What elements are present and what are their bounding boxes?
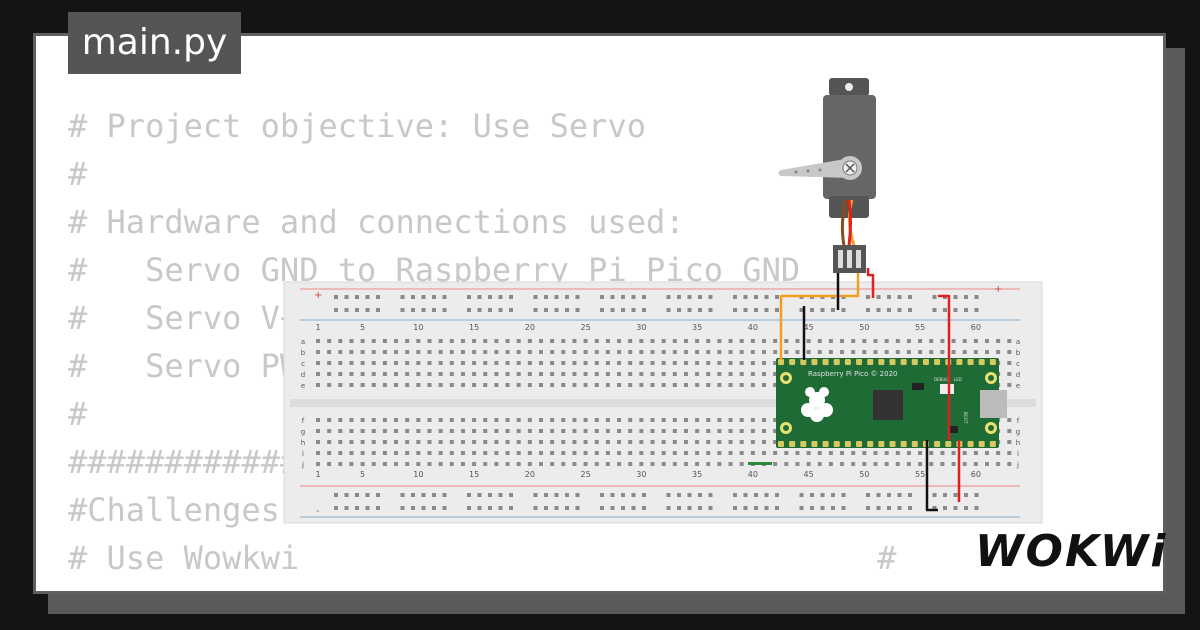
servo-cable-red — [847, 199, 852, 247]
column-number-label: 25 — [581, 323, 591, 332]
close-icon — [845, 163, 855, 173]
row-letter-label: h — [301, 439, 305, 447]
flash-chip — [912, 383, 924, 390]
column-number-label: 20 — [525, 470, 535, 479]
usb-connector — [980, 390, 1007, 418]
row-letter-label: e — [1016, 382, 1020, 390]
raspberry-logo-icon — [801, 387, 833, 422]
row-letter-label: a — [1016, 338, 1020, 346]
column-number-label: 50 — [859, 470, 869, 479]
jumper-green — [748, 462, 772, 465]
column-number-label: 55 — [915, 323, 925, 332]
wire-black-bottom — [925, 440, 938, 512]
wire-red-servo — [866, 268, 875, 298]
file-tab[interactable]: main.py — [68, 12, 241, 74]
column-number-label: 30 — [636, 323, 646, 332]
rp2040-chip — [873, 390, 903, 420]
row-letter-label: f — [302, 417, 305, 425]
code-line: # Project objective: Use Servo — [68, 107, 646, 145]
column-number-label: 40 — [748, 470, 758, 479]
boot-button[interactable] — [950, 426, 958, 433]
wire-red-pico — [938, 294, 951, 440]
pico-pins — [778, 359, 996, 447]
column-number-label: 1 — [315, 323, 320, 332]
column-number-label: 55 — [915, 470, 925, 479]
row-letter-label: g — [301, 428, 305, 436]
column-number-label: 15 — [469, 470, 479, 479]
row-letter-label: c — [301, 360, 305, 368]
column-number-label: 5 — [360, 323, 365, 332]
column-number-label: 60 — [971, 323, 981, 332]
row-letter-label: e — [301, 382, 305, 390]
servo-cable-brown — [840, 199, 848, 247]
column-number-label: 60 — [971, 470, 981, 479]
pico-led-label: LED — [954, 377, 962, 382]
row-letter-label: d — [301, 371, 305, 379]
column-number-label: 10 — [413, 470, 423, 479]
code-line: # — [68, 155, 88, 193]
rail-plus-label-right: + — [994, 284, 1002, 295]
led-component — [940, 384, 954, 394]
row-letter-label: d — [1016, 371, 1020, 379]
pico-label: Raspberry Pi Pico © 2020 — [808, 370, 898, 378]
row-letter-label: j — [1016, 461, 1019, 469]
column-number-label: 30 — [636, 470, 646, 479]
row-letter-label: b — [1016, 349, 1021, 357]
pico-boot-label: BOOT — [963, 412, 968, 424]
column-number-label: 45 — [804, 323, 814, 332]
code-line: # Hardware and connections used: — [68, 203, 685, 241]
row-letter-label: i — [302, 450, 304, 458]
wokwi-logo: WOKWi — [975, 526, 1168, 577]
row-letter-label: c — [1016, 360, 1020, 368]
servo-motor[interactable] — [778, 78, 877, 273]
pico-debug-label: DEBUG — [934, 377, 948, 382]
column-number-label: 15 — [469, 323, 479, 332]
column-number-label: 40 — [748, 323, 758, 332]
wire-orange — [779, 268, 860, 360]
raspberry-pi-pico[interactable]: Raspberry Pi Pico © 2020 DEBUG BOOT LED — [776, 358, 1007, 448]
rail-plus-label: + — [314, 290, 322, 301]
code-line: # Use Wowkwi # — [68, 539, 897, 577]
row-letter-label: h — [1016, 439, 1020, 447]
wires — [779, 268, 961, 512]
column-number-label: 25 — [581, 470, 591, 479]
column-number-label: 50 — [859, 323, 869, 332]
rail-minus-label: - — [316, 506, 320, 517]
row-letter-label: b — [301, 349, 306, 357]
row-letter-label: f — [1017, 417, 1020, 425]
row-letter-label: j — [301, 461, 304, 469]
column-number-label: 35 — [692, 323, 702, 332]
column-number-label: 45 — [804, 470, 814, 479]
column-number-label: 10 — [413, 323, 423, 332]
column-number-label: 5 — [360, 470, 365, 479]
code-line: # — [68, 395, 88, 433]
row-letter-label: i — [1017, 450, 1019, 458]
row-letter-label: a — [301, 338, 305, 346]
row-letter-label: g — [1016, 428, 1020, 436]
breadboard-column-labels: 1155101015152020252530303535404045455050… — [315, 323, 980, 479]
column-number-label: 20 — [525, 323, 535, 332]
servo-horn — [778, 158, 856, 178]
code-line: # 1) Write a program that moves the serv… — [68, 582, 993, 591]
column-number-label: 35 — [692, 470, 702, 479]
column-number-label: 1 — [315, 470, 320, 479]
